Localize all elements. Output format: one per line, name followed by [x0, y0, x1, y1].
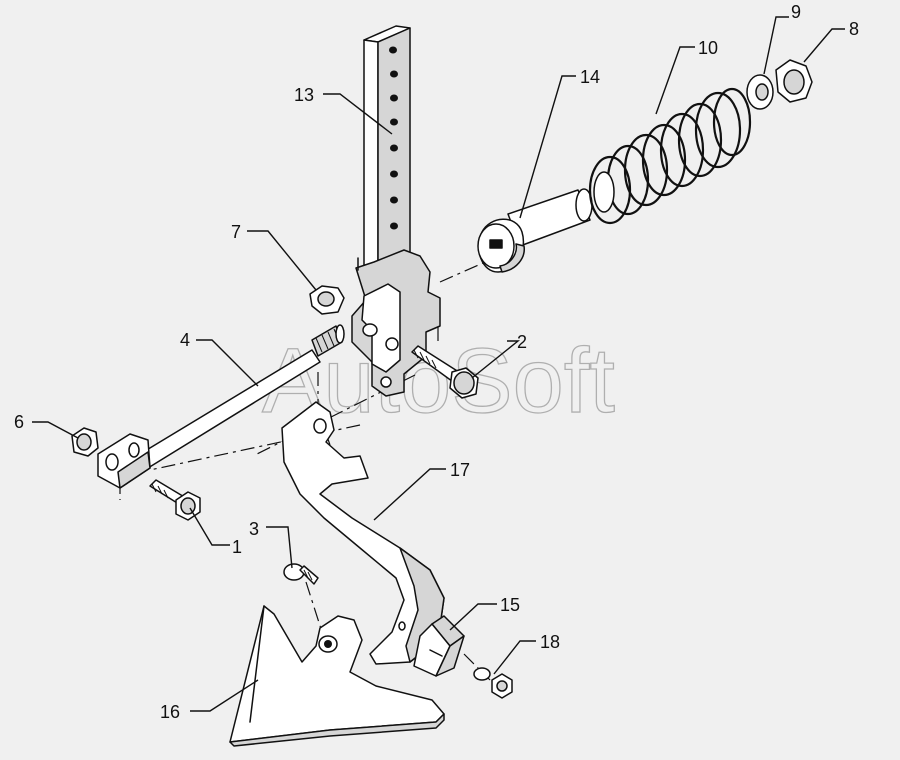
part-7-nut: [309, 285, 345, 315]
part-13-adjustment-post: [363, 25, 411, 283]
callout-3: 3: [249, 519, 259, 539]
part-8-nut: [775, 59, 813, 103]
part-18-nut: [473, 667, 513, 699]
part-17-shank: [281, 401, 445, 665]
callout-13: 13: [294, 85, 314, 105]
part-15-clamp-plate: [413, 615, 465, 677]
part-16-sweep-share: [229, 605, 445, 747]
part-9-washer: [746, 74, 774, 110]
callout-16: 16: [160, 702, 180, 722]
part-10-coil-spring: [588, 87, 752, 225]
part-1-bolt: [149, 479, 201, 521]
callout-labels: 1 2 3 4 6 7 8 9 10 13 14 15 16 17 18: [14, 2, 859, 722]
part-6-nut: [71, 427, 99, 457]
part-14-tension-rod: [477, 188, 593, 273]
callout-8: 8: [849, 19, 859, 39]
part-3-bolt: [283, 563, 319, 585]
callout-4: 4: [180, 330, 190, 350]
post-bracket: [351, 249, 441, 397]
callout-15: 15: [500, 595, 520, 615]
callout-9: 9: [791, 2, 801, 22]
part-4-pivot-arm: [97, 324, 345, 489]
callout-2: 2: [517, 332, 527, 352]
callout-14: 14: [580, 67, 600, 87]
callout-17: 17: [450, 460, 470, 480]
callout-1: 1: [232, 537, 242, 557]
callout-10: 10: [698, 38, 718, 58]
part-2-bolt: [411, 345, 479, 399]
callout-18: 18: [540, 632, 560, 652]
callout-6: 6: [14, 412, 24, 432]
leader-lines: [32, 16, 845, 712]
callout-7: 7: [231, 222, 241, 242]
